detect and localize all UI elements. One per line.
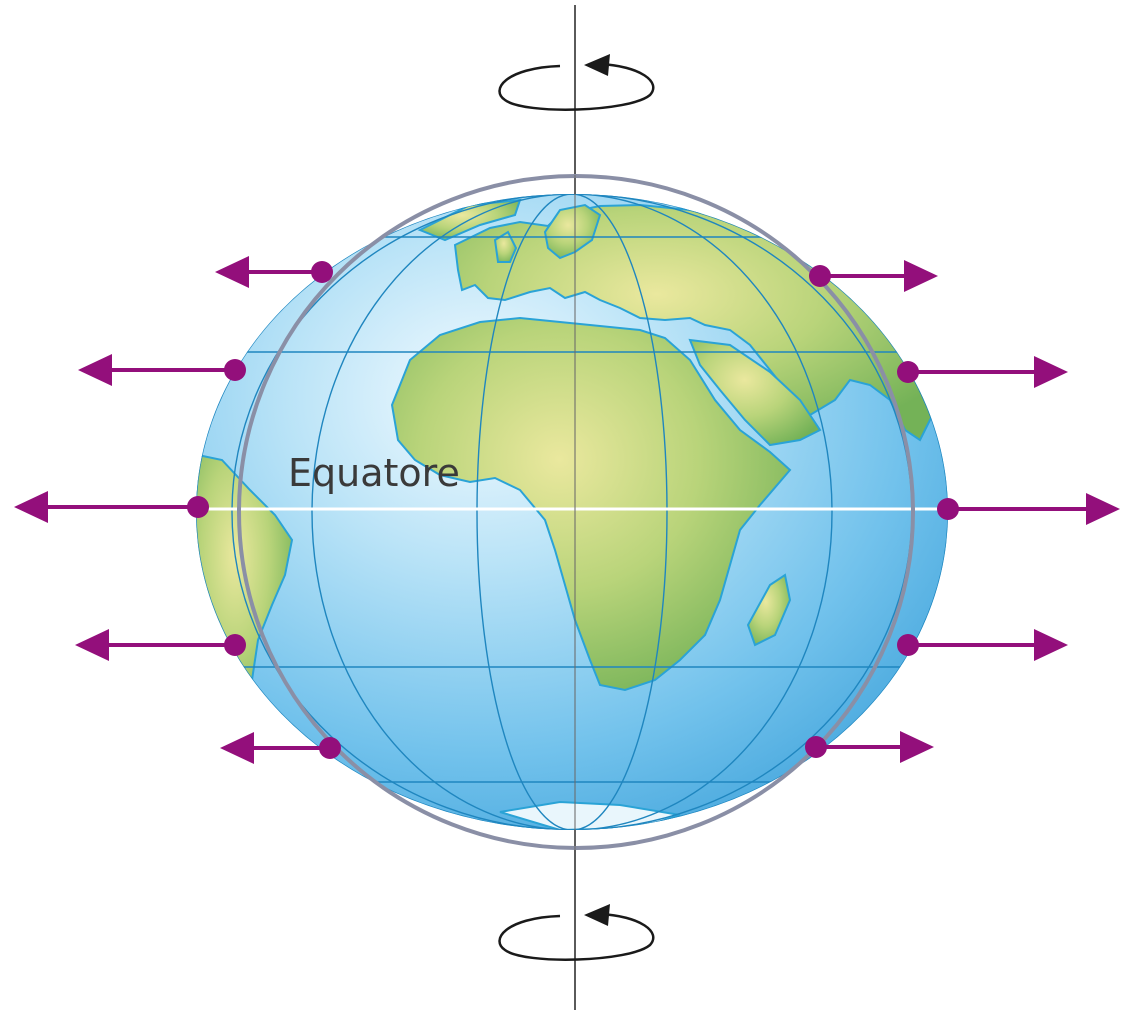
force-origin-dot xyxy=(805,736,827,758)
outward-arrow-icon xyxy=(14,491,209,523)
meridian xyxy=(476,194,668,830)
force-origin-dot xyxy=(897,634,919,656)
centrifugal-arrows xyxy=(14,256,1120,764)
arabia xyxy=(688,338,822,447)
outward-arrow-icon xyxy=(75,629,246,661)
force-origin-dot xyxy=(897,361,919,383)
force-origin-dot xyxy=(224,359,246,381)
counterclockwise-rotation-icon xyxy=(498,904,655,961)
force-origin-dot xyxy=(937,498,959,520)
reference-sphere-outline xyxy=(237,174,915,850)
scandinavia xyxy=(543,203,602,260)
outward-arrow-icon xyxy=(215,256,333,288)
outward-arrow-icon xyxy=(78,354,246,386)
outward-arrow-icon xyxy=(809,260,938,292)
outward-arrow-icon xyxy=(897,629,1068,661)
counterclockwise-rotation-icon xyxy=(498,54,655,111)
force-origin-dot xyxy=(319,737,341,759)
equator-label: Equatore xyxy=(288,451,460,495)
meridian xyxy=(311,194,833,830)
force-origin-dot xyxy=(224,634,246,656)
force-origin-dot xyxy=(187,496,209,518)
force-origin-dot xyxy=(809,265,831,287)
british-isles xyxy=(493,230,518,263)
force-origin-dot xyxy=(311,261,333,283)
outward-arrow-icon xyxy=(220,732,341,764)
outward-arrow-icon xyxy=(897,356,1068,388)
outward-arrow-icon xyxy=(805,731,934,763)
antarctica xyxy=(499,800,681,830)
madagascar xyxy=(746,573,792,647)
africa xyxy=(390,316,792,692)
outward-arrow-icon xyxy=(937,493,1120,525)
